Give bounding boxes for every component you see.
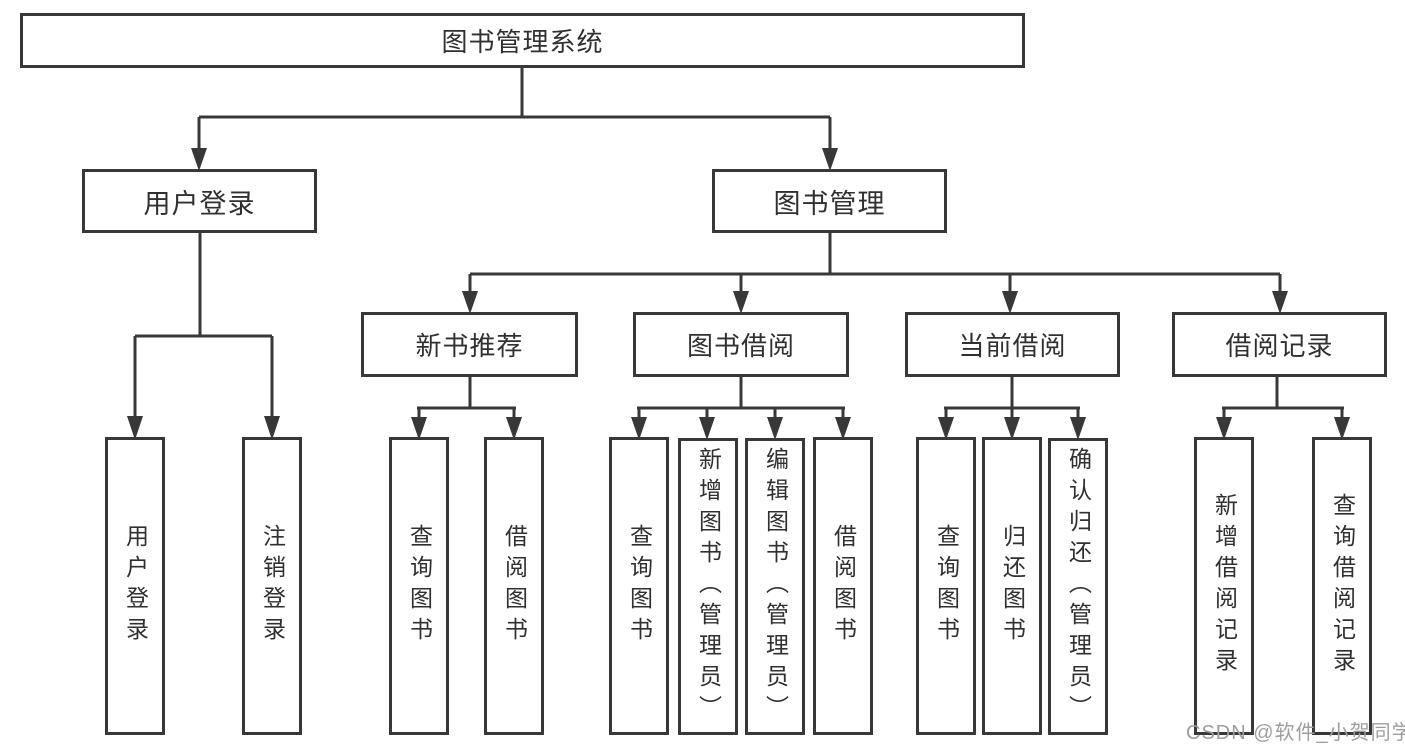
node-book-management: 图书管理	[712, 169, 947, 233]
leaf-query-borrow-record: 查询借阅记录	[1312, 437, 1372, 735]
leaf-query-books-recommend: 查询图书	[389, 437, 449, 735]
leaf-edit-book-admin: 编辑图书（管理员）	[745, 438, 805, 735]
leaf-borrow-books-2: 借阅图书	[813, 437, 873, 735]
node-library-management-system: 图书管理系统	[20, 13, 1025, 68]
node-user-login: 用户登录	[82, 169, 317, 233]
watermark: CSDN @软件_小贺同学	[1186, 722, 1405, 744]
leaf-query-books-current: 查询图书	[916, 437, 976, 735]
leaf-return-book: 归还图书	[982, 437, 1042, 735]
leaf-add-borrow-record: 新增借阅记录	[1194, 437, 1254, 735]
leaf-logout-login: 注销登录	[242, 437, 302, 735]
leaf-user-login: 用户登录	[105, 437, 165, 735]
node-new-book-recommend: 新书推荐	[361, 312, 578, 377]
leaf-borrow-books-recommend: 借阅图书	[484, 437, 544, 735]
leaf-add-book-admin: 新增图书（管理员）	[678, 438, 738, 735]
leaf-confirm-return-admin: 确认归还（管理员）	[1048, 438, 1108, 735]
node-book-borrow: 图书借阅	[633, 312, 849, 377]
leaf-query-books-borrow: 查询图书	[609, 437, 669, 735]
node-borrow-records: 借阅记录	[1172, 312, 1387, 377]
node-current-borrow: 当前借阅	[905, 312, 1120, 377]
